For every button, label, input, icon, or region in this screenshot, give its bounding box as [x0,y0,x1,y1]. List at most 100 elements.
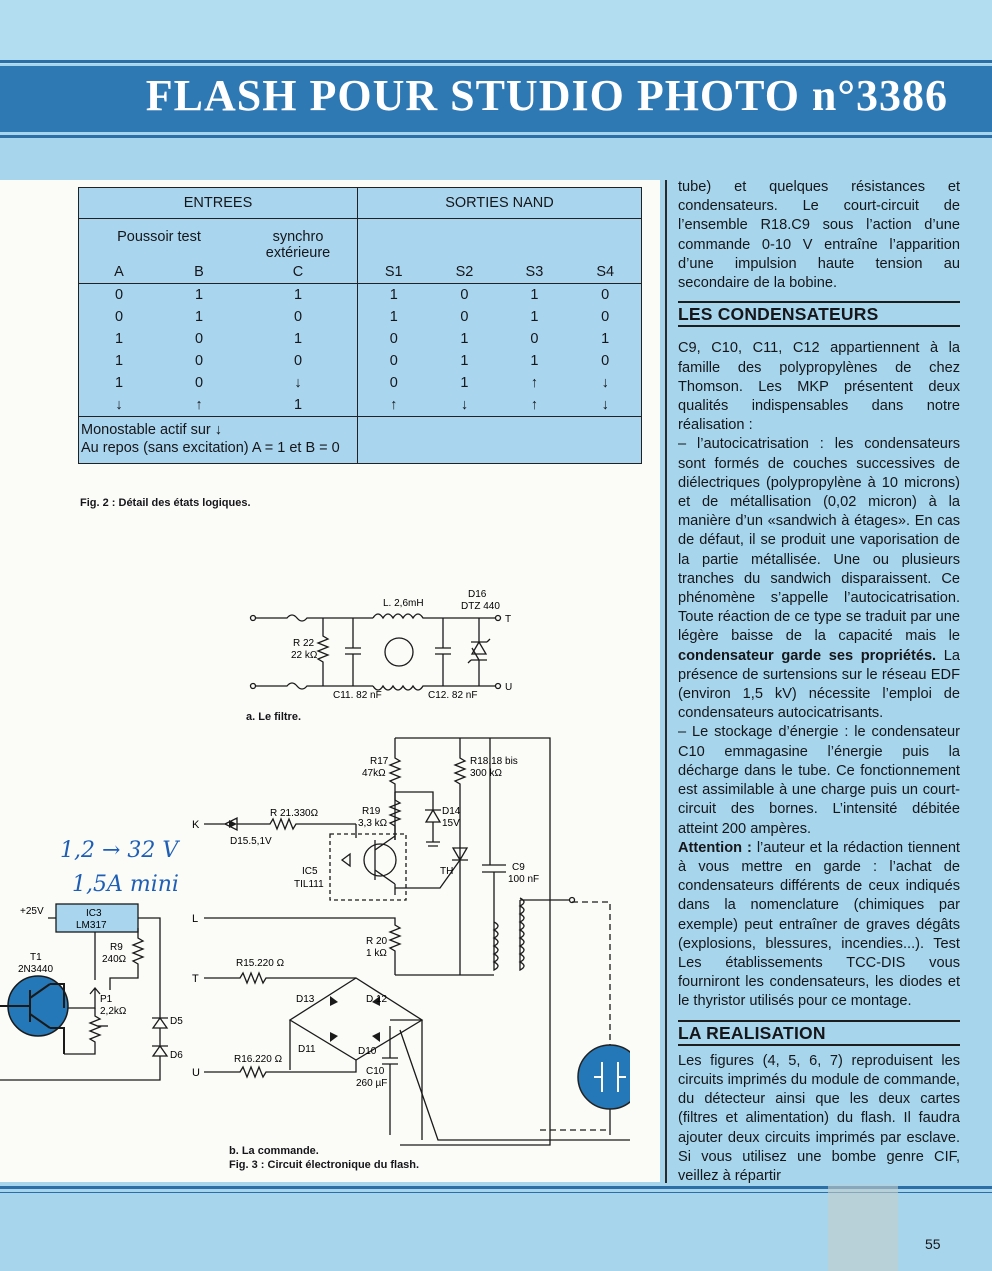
r19-value: 3,3 kΩ [358,818,388,829]
c10-value: 260 µF [356,1078,387,1089]
top-rule [0,60,992,63]
r18-value: 300 kΩ [470,768,502,779]
paragraph-2: – l’autocicatrisation : les condensateur… [678,435,960,723]
col-head-a: A [114,264,124,280]
cell: 0 [389,353,398,369]
filter-schematic: L. 2,6mH D16 DTZ 440 R 22 22 kΩ C11. 82 … [249,589,512,701]
cell: 1 [601,331,610,347]
ic5-label: IC5 [302,866,318,877]
col-head-b: B [194,264,204,280]
handwritten-current-note: 1,5A mini [72,872,179,897]
c9-value: 100 nF [508,874,539,885]
cell: 1 [194,309,204,325]
entrees-header: ENTREES [78,187,358,219]
r9-value: 240Ω [102,954,127,965]
filter-dtz-label: DTZ 440 [461,601,500,612]
table-note: Monostable actif sur ↓ Au repos (sans ex… [78,416,358,464]
col-head-s3: S3 [525,264,544,280]
command-schematic: R17 47kΩ R18.18 bis 300 kΩ R 21.330Ω R19… [192,737,630,1146]
r21-label: R 21.330Ω [270,808,319,819]
paragraph-5: Les figures (4, 5, 6, 7) reproduisent le… [678,1052,960,1184]
r20-value: 1 kΩ [366,948,387,959]
d12-label: D 12 [366,994,388,1005]
cell: ↓ [460,397,469,413]
synchro-label: synchro extérieure [239,218,358,261]
k-terminal-label: K [192,819,200,831]
cell: 1 [114,375,124,391]
d14-label: D14 [442,806,461,817]
cell: 1 [530,287,539,303]
filter-u-label: U [505,682,512,693]
note-spacer [358,417,642,464]
sorties-spacer [358,219,642,262]
d6-label: D6 [170,1050,183,1061]
filter-d16-label: D16 [468,589,487,600]
top-band [0,0,992,64]
d14-value: 15V [442,818,460,829]
filter-t-label: T [505,614,511,625]
title-banner: FLASH POUR STUDIO PHOTO n°3386 [0,66,992,132]
paragraph-4-text: l’auteur et la rédaction tiennent à vous… [678,839,960,1010]
filter-c11-label: C11. 82 nF [333,690,382,701]
synchro-line-2: extérieure [265,245,331,261]
r18-label: R18.18 bis [470,756,518,767]
r20-label: R 20 [366,936,388,947]
table-row: ↓↑1↑↓↑↓ [79,394,642,417]
u-terminal-label: U [192,1067,200,1079]
r9-label: R9 [110,942,123,953]
synchro-line-1: synchro [272,229,324,245]
section-head-realisation: LA REALISATION [678,1019,960,1046]
intro-paragraph: tube) et quelques résistances et condens… [678,179,960,292]
plus25-label: +25V [20,906,44,917]
handwritten-voltage-note: 1,2 → 32 V [60,838,179,863]
cell: 1 [530,309,539,325]
r17-value: 47kΩ [362,768,386,779]
fig3-caption: Fig. 3 : Circuit électronique du flash. [229,1159,420,1171]
cell: 1 [460,331,469,347]
d10-label: D10 [358,1046,377,1057]
cell: 1 [239,328,358,350]
cell: ↓ [601,397,609,413]
r19-label: R19 [362,806,381,817]
d13-label: D13 [296,994,315,1005]
logic-states-table: ENTREES SORTIES NAND Poussoir test synch… [78,187,642,464]
filter-c12-label: C12. 82 nF [428,690,477,701]
cell: ↑ [530,375,539,391]
cell: 1 [194,287,204,303]
p1-value: 2,2kΩ [100,1006,127,1017]
bottom-rule [0,1186,992,1189]
cell: 1 [460,375,469,391]
cell: 1 [114,331,124,347]
c10-label: C10 [366,1066,385,1077]
note-line-1: Monostable actif sur ↓ [81,422,223,438]
cell: 0 [601,353,610,369]
section-title-realisation: LA REALISATION [678,1022,826,1043]
col-head-s4: S4 [596,264,615,280]
c9-label: C9 [512,862,525,873]
ic3-label: IC3 [86,908,102,919]
ic5-value: TIL111 [294,879,324,890]
r15-label: R15.220 Ω [236,958,285,969]
sorties-header: SORTIES NAND [445,195,554,211]
command-caption: b. La commande. [229,1145,319,1157]
cell: ↓ [115,397,123,413]
col-head-s2: S2 [455,264,474,280]
cell: ↓ [601,375,609,391]
cell: 0 [194,353,204,369]
cell: 0 [389,331,398,347]
cell: 0 [194,331,204,347]
cell: 1 [239,394,358,417]
l-terminal-label: L [192,913,198,925]
cell: 0 [389,375,398,391]
section-head-condensateurs: LES CONDENSATEURS [678,301,960,328]
cell: 0 [194,375,204,391]
t-terminal-label: T [192,973,199,985]
article-column: tube) et quelques résistances et condens… [678,178,960,1186]
th-label: TH [440,866,453,877]
attention-label: Attention : [678,839,752,856]
cell: 1 [389,309,398,325]
col-head-s1: S1 [384,264,403,280]
